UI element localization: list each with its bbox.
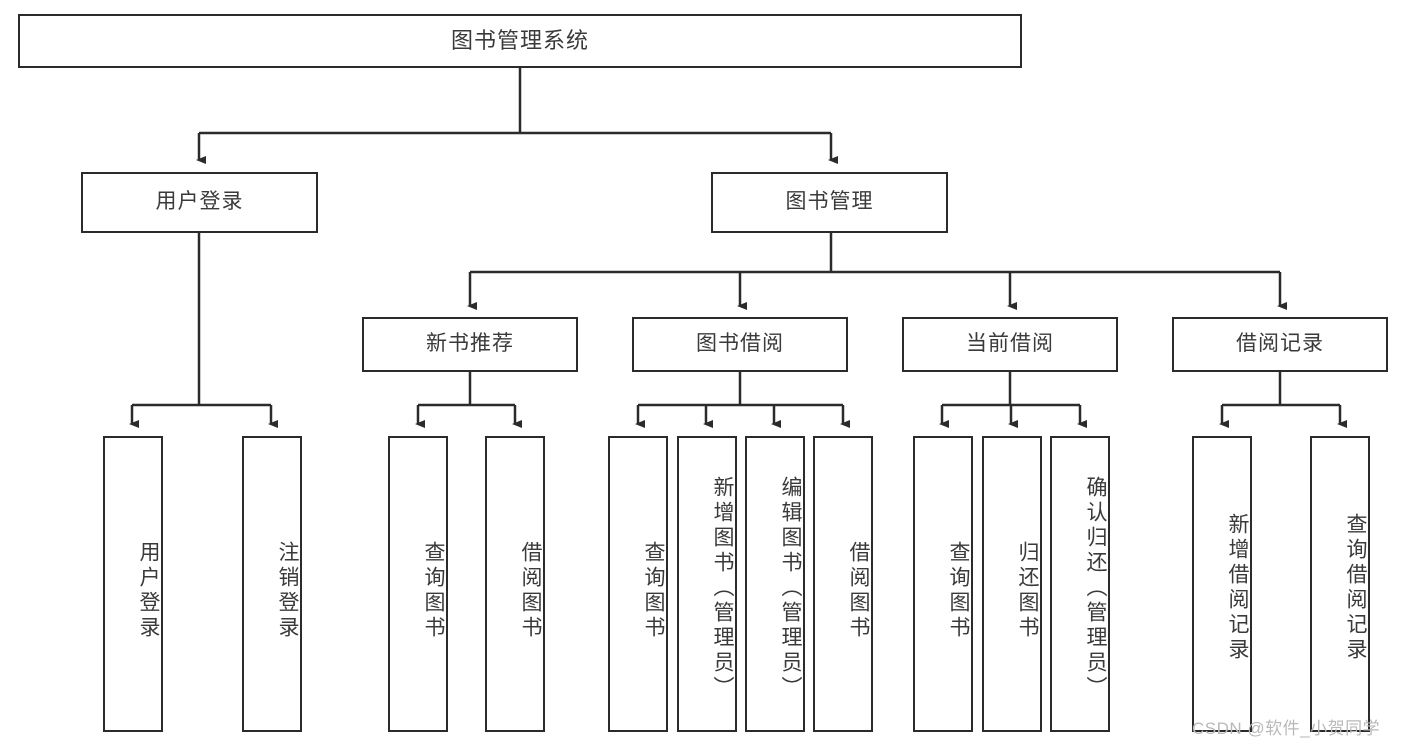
node-label: 用户登录 <box>155 190 244 214</box>
node-borrow-record[interactable]: 借阅记录 <box>1172 317 1388 372</box>
node-book-management[interactable]: 图书管理 <box>711 172 948 233</box>
node-book-borrow[interactable]: 图书借阅 <box>632 317 848 372</box>
node-root-system[interactable]: 图书管理系统 <box>18 14 1022 68</box>
node-current-borrow[interactable]: 当前借阅 <box>902 317 1118 372</box>
node-label: 查询图书 <box>947 541 970 641</box>
leaf-current-return-book[interactable]: 归还图书 <box>982 436 1042 732</box>
node-label: 归还图书 <box>1016 541 1039 641</box>
node-label: 注销登录 <box>276 541 299 641</box>
csdn-watermark: CSDN @软件_小贺同学 <box>1192 719 1381 738</box>
node-label: 借阅记录 <box>1236 332 1324 356</box>
leaf-borrow-edit-book-admin[interactable]: 编辑图书（管理员） <box>745 436 805 732</box>
node-new-book-recommend[interactable]: 新书推荐 <box>362 317 578 372</box>
node-label: 借阅图书 <box>847 541 870 641</box>
leaf-current-confirm-return-admin[interactable]: 确认归还（管理员） <box>1050 436 1110 732</box>
node-label: 新增借阅记录 <box>1226 513 1249 663</box>
node-label: 编辑图书（管理员） <box>779 475 802 701</box>
node-label: 确认归还（管理员） <box>1084 475 1107 701</box>
leaf-record-add-borrow-record[interactable]: 新增借阅记录 <box>1192 436 1252 732</box>
node-label: 新书推荐 <box>426 332 514 356</box>
node-label: 新增图书（管理员） <box>711 475 734 701</box>
leaf-borrow-add-book-admin[interactable]: 新增图书（管理员） <box>677 436 737 732</box>
node-label: 当前借阅 <box>966 332 1054 356</box>
leaf-borrow-query-book[interactable]: 查询图书 <box>608 436 668 732</box>
node-label: 借阅图书 <box>519 541 542 641</box>
node-label: 图书管理 <box>785 190 874 214</box>
leaf-user-logout[interactable]: 注销登录 <box>242 436 302 732</box>
leaf-borrow-borrow-book[interactable]: 借阅图书 <box>813 436 873 732</box>
node-label: 查询借阅记录 <box>1344 513 1367 663</box>
node-label: 用户登录 <box>137 541 160 641</box>
leaf-recommend-query-book[interactable]: 查询图书 <box>388 436 448 732</box>
node-label: 查询图书 <box>642 541 665 641</box>
node-label: 图书管理系统 <box>450 28 589 54</box>
leaf-user-login[interactable]: 用户登录 <box>103 436 163 732</box>
node-user-login[interactable]: 用户登录 <box>81 172 318 233</box>
node-label: 查询图书 <box>422 541 445 641</box>
leaf-record-query-borrow-record[interactable]: 查询借阅记录 <box>1310 436 1370 732</box>
leaf-recommend-borrow-book[interactable]: 借阅图书 <box>485 436 545 732</box>
leaf-current-query-book[interactable]: 查询图书 <box>913 436 973 732</box>
node-label: 图书借阅 <box>696 332 784 356</box>
